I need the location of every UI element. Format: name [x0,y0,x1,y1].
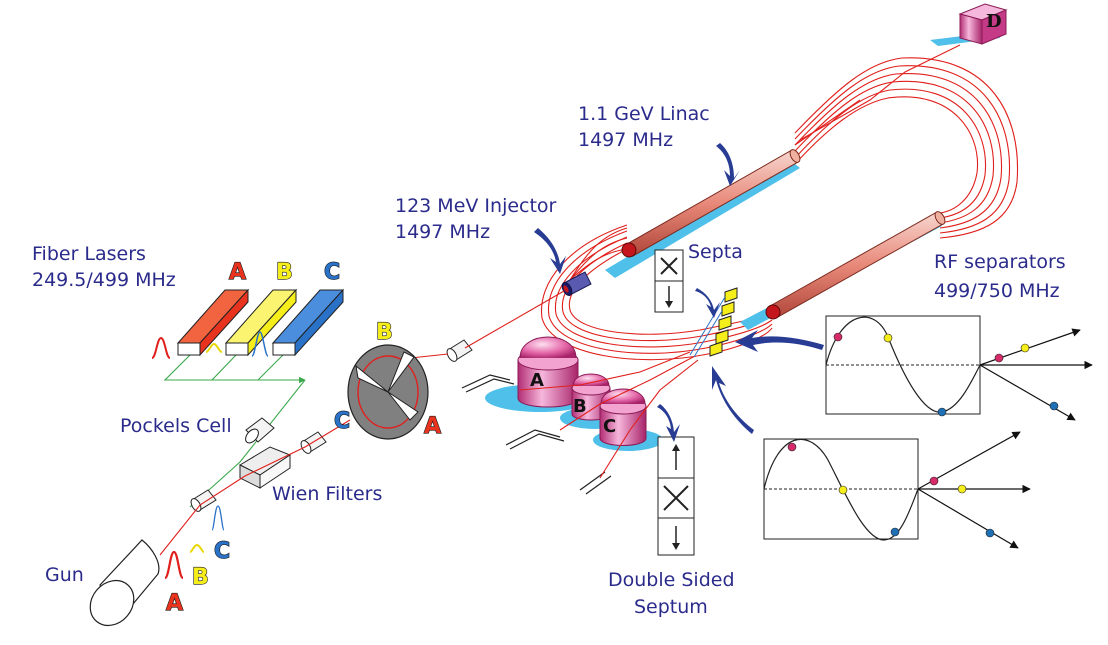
septa-symbol-box [655,250,683,312]
rf-plot-1-output [980,330,1092,420]
rf2-dot-a [930,477,938,485]
label-injector: 123 MeV Injector [395,195,557,217]
label-linac-freq: 1497 MHz [578,129,673,151]
septa-magnets [710,288,737,356]
wien-filter-tube-2 [299,432,326,455]
rf-plot-1 [826,316,980,416]
label-hall-d: D [986,11,1002,32]
rf1-dot-a [995,354,1003,362]
label-rf-freq: 499/750 MHz [934,280,1060,302]
label-septum: Septum [634,596,708,618]
label-hall-a: A [530,370,544,391]
letter-gun-c: C [214,539,230,564]
label-fiber-freq: 249.5/499 MHz [32,269,176,291]
double-septum-symbol-box [658,437,694,555]
letter-disk-a: A [424,414,441,439]
hall-a [518,337,578,407]
rf-plot-2-output [918,432,1030,548]
label-linac: 1.1 GeV Linac [578,103,710,125]
letter-gun-a: A [166,591,183,616]
letter-disk-b: B [376,320,393,345]
pulse-a-icon [152,338,170,358]
label-double-sided: Double Sided [608,569,735,591]
label-rf-separators: RF separators [934,251,1066,273]
letter-gun-b: B [192,565,209,590]
label-septa: Septa [688,241,743,263]
letter-laser-c: C [324,260,340,285]
pulse-small-icon [212,506,224,530]
rf-plot-2 [764,439,918,540]
label-wien-filters: Wien Filters [272,483,382,505]
gun-pulse-a-icon [165,552,183,578]
rf1-dot-c [1050,402,1058,410]
rf1-dot-b [1021,344,1029,352]
label-injector-freq: 1497 MHz [395,221,490,243]
label-hall-b: B [573,396,587,417]
electron-gun [81,540,159,634]
wien-filter-tube-3 [445,340,472,363]
wien-filter-tube-1 [189,490,216,513]
letter-disk-c: C [334,409,350,434]
south-linac [766,210,947,319]
label-gun: Gun [45,564,84,586]
label-pockels-cell: Pockels Cell [120,415,232,437]
label-fiber-lasers: Fiber Lasers [32,243,146,265]
rf2-dot-c [986,529,994,537]
pockels-cell [243,418,274,445]
label-hall-c: C [603,416,616,437]
letter-laser-b: B [276,260,293,285]
chopper-disk [348,345,428,439]
rf2-dot-b [958,485,966,493]
gun-pulse-b-icon [190,545,204,552]
letter-laser-a: A [229,260,246,285]
